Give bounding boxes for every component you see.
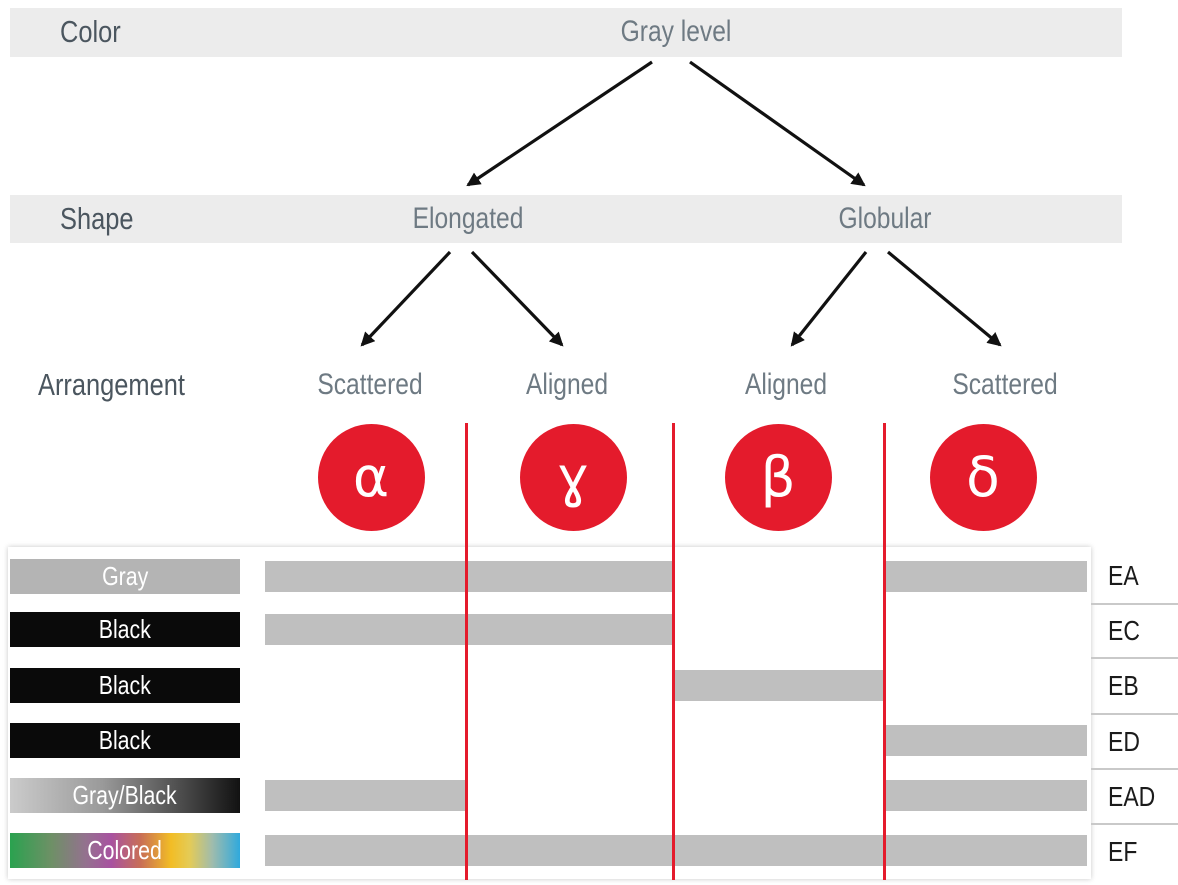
tree-node-label: Elongated	[412, 202, 524, 235]
row-label-chip-ed: Black	[10, 723, 240, 758]
mixture-code-cell-ea: EA	[1091, 548, 1178, 603]
shape-band	[10, 195, 1122, 243]
row-label-chip-ead: Gray/Black	[10, 778, 240, 813]
row-label-chip-eb: Black	[10, 668, 240, 703]
tree-node-label: Aligned	[525, 368, 609, 401]
row-header-shape: Shape	[60, 201, 150, 237]
tree-node-aligned: Aligned	[736, 368, 836, 402]
presence-bar-ef	[265, 835, 1087, 866]
row-label-text: Gray/Black	[72, 780, 178, 810]
row-label-text: Colored	[87, 835, 163, 865]
color-band	[10, 8, 1122, 57]
row-label-text: Black	[98, 614, 152, 644]
presence-bar-ed	[884, 725, 1087, 756]
row-header-arrangement-label: Arrangement	[38, 367, 185, 402]
class-circle-3: β	[724, 423, 832, 531]
column-separator-1	[464, 423, 468, 880]
row-label-chip-ef: Colored	[10, 833, 240, 868]
tree-node-elongated: Elongated	[400, 202, 535, 236]
mixture-code-cell-ef: EF	[1091, 823, 1178, 879]
mixture-code-text: EF	[1108, 836, 1138, 867]
presence-bar-ec	[265, 614, 672, 645]
presence-bar-ea	[265, 561, 672, 592]
mixture-code-text: EAD	[1108, 780, 1156, 812]
row-header-shape-label: Shape	[60, 201, 134, 236]
row-label-text: Gray	[101, 561, 149, 591]
arrow-elongated-aligned	[470, 250, 564, 347]
row-header-color: Color	[60, 14, 134, 50]
tree-node-label: Globular	[838, 202, 932, 235]
column-separator-2	[671, 423, 675, 880]
presence-bar-ead	[884, 780, 1087, 811]
tree-node-globular: Globular	[828, 202, 941, 236]
presence-bar-eb	[674, 670, 884, 701]
tree-node-scattered: Scattered	[306, 368, 434, 402]
row-header-arrangement: Arrangement	[38, 367, 217, 403]
row-label-chip-ec: Black	[10, 612, 240, 647]
matrix-panel	[8, 547, 1091, 879]
class-symbol: δ	[966, 445, 1000, 509]
arrow-globular-aligned	[790, 251, 868, 347]
mixture-code-cell-eb: EB	[1091, 657, 1178, 713]
arrow-elongated-scattered	[360, 250, 452, 347]
mixture-code-text: EA	[1108, 559, 1139, 591]
tree-node-label: Gray level	[620, 15, 732, 48]
mixture-code-cell-ec: EC	[1091, 603, 1178, 657]
class-symbol: ɣ	[556, 445, 590, 509]
class-symbol: α	[352, 445, 390, 509]
arrow-graylevel-globular	[689, 60, 866, 187]
mixture-code-cell-ead: EAD	[1091, 768, 1178, 823]
column-separator-3	[882, 423, 886, 880]
row-label-text: Black	[98, 670, 152, 700]
tree-node-scattered: Scattered	[941, 368, 1069, 402]
class-circle-4: δ	[929, 423, 1037, 531]
tree-node-gray-level: Gray level	[608, 15, 743, 49]
arrow-graylevel-elongated	[466, 60, 653, 187]
mixture-code-cell-ed: ED	[1091, 713, 1178, 768]
tree-node-aligned: Aligned	[517, 368, 617, 402]
presence-bar-ead	[265, 780, 467, 811]
presence-bar-ea	[884, 561, 1087, 592]
arrow-globular-scattered	[886, 250, 1002, 347]
row-header-color-label: Color	[60, 14, 121, 49]
class-symbol: β	[760, 445, 796, 509]
mixture-code-text: EC	[1108, 615, 1140, 646]
tree-node-label: Scattered	[952, 368, 1058, 401]
mixture-code-text: EB	[1108, 670, 1139, 701]
row-label-chip-ea: Gray	[10, 559, 240, 594]
tree-node-label: Aligned	[744, 368, 828, 401]
class-circle-1: α	[317, 423, 425, 531]
row-label-text: Black	[98, 725, 152, 755]
class-circle-2: ɣ	[519, 423, 627, 531]
mixture-code-text: ED	[1108, 725, 1140, 757]
tree-node-label: Scattered	[317, 368, 423, 401]
